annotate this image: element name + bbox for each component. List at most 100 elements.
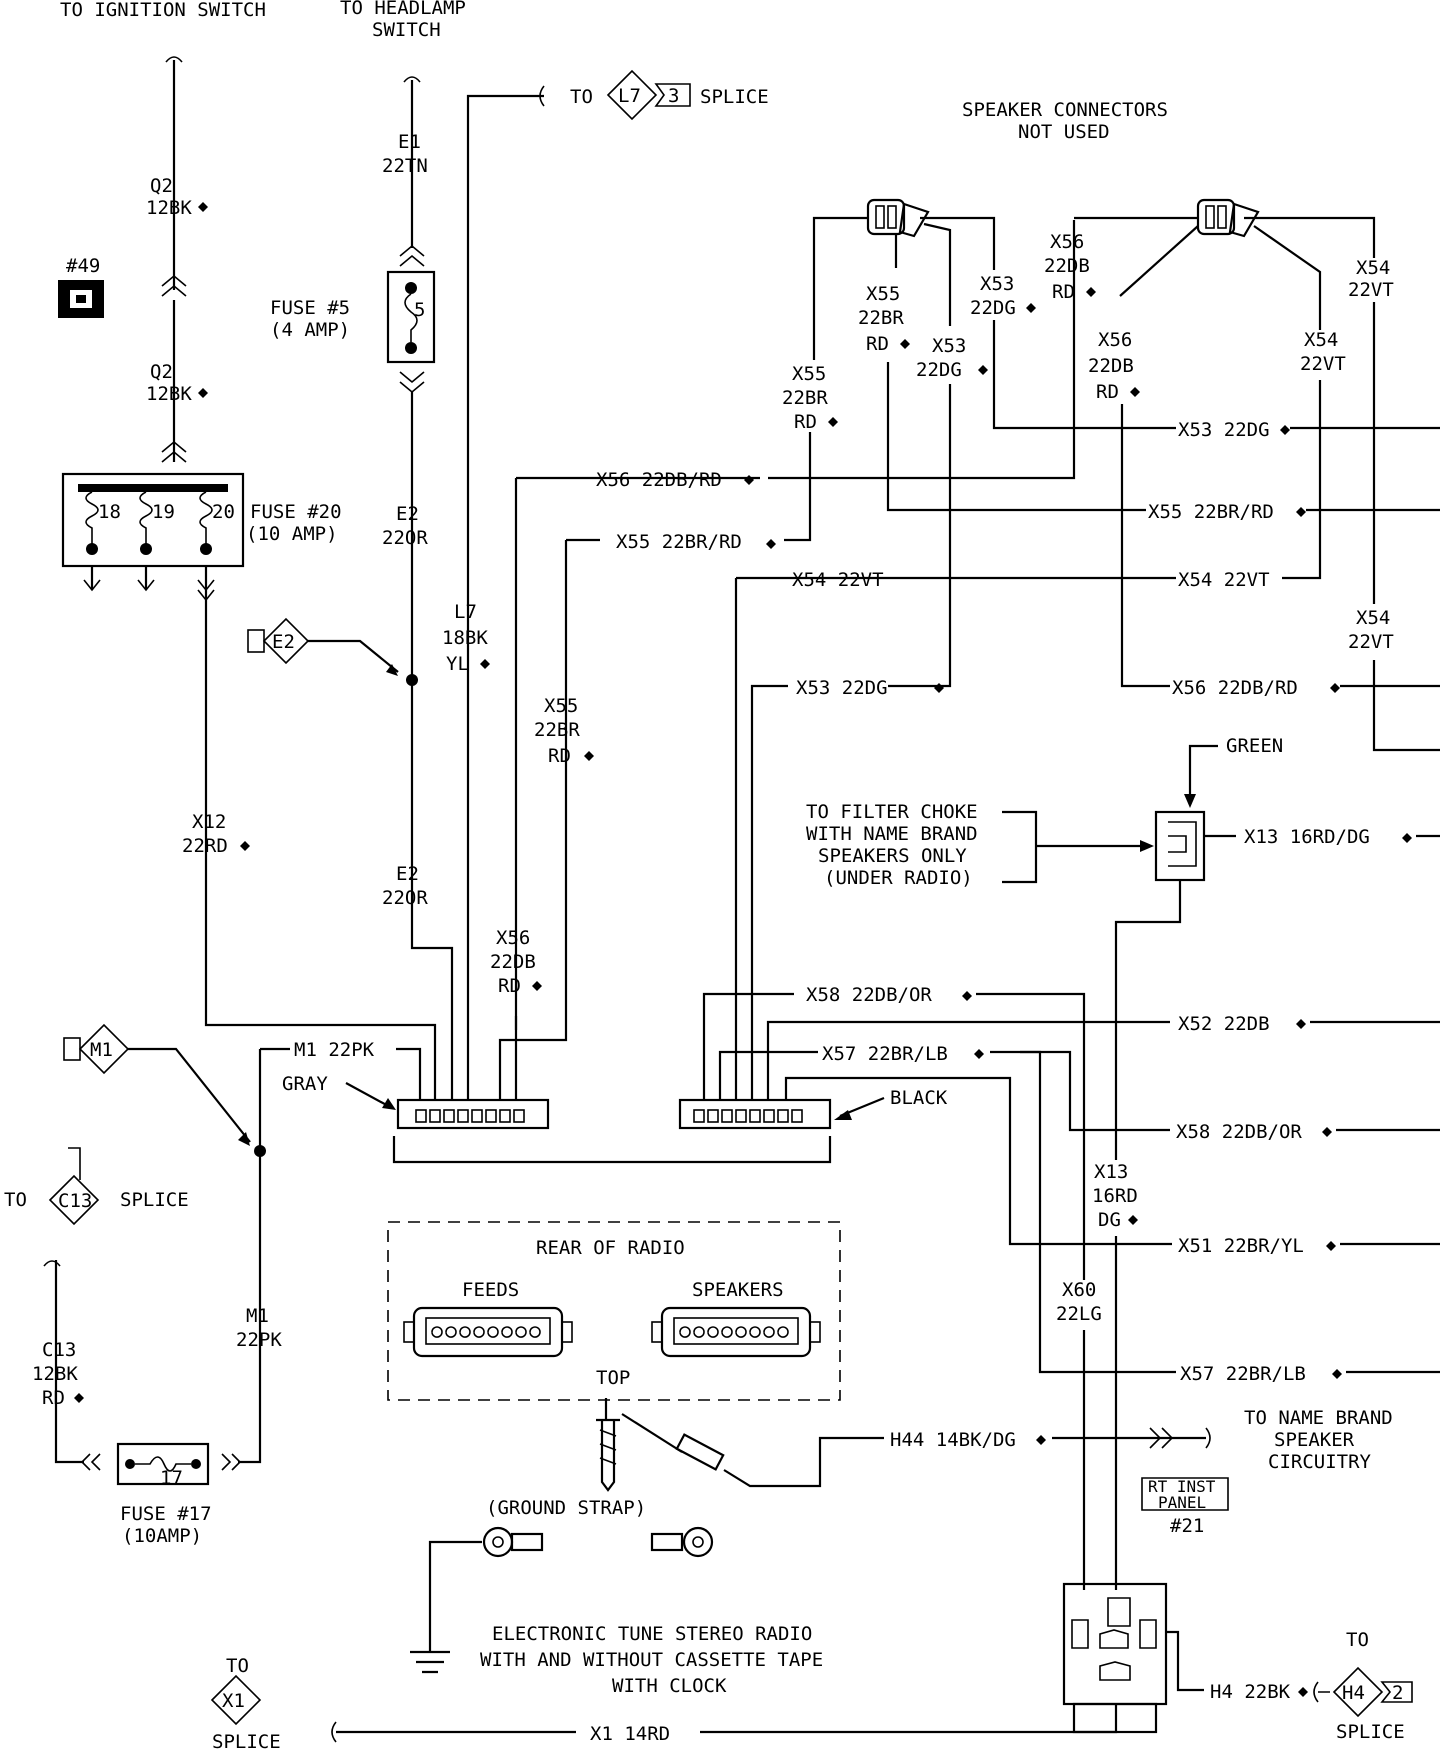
label-to-headlamp-1: TO HEADLAMP	[340, 0, 466, 19]
splice-x1-diamond	[210, 1674, 262, 1726]
black-connector-icon	[678, 1098, 832, 1130]
plug-cavity	[1099, 1661, 1131, 1681]
splice-dot-marker	[974, 1049, 984, 1059]
black-connector-cavities	[693, 1109, 803, 1123]
label-x1-conn: X1	[222, 1690, 245, 1712]
label-rt-1: RT INST	[1148, 1477, 1216, 1496]
wire-x53-speaker-2	[920, 216, 996, 270]
label-x55t-3: RD	[794, 411, 817, 433]
splice-dot-marker	[532, 981, 542, 991]
label-m1-conn: M1	[90, 1039, 113, 1061]
label-x51: X51 22BR/YL	[1178, 1235, 1304, 1257]
cavity	[1217, 205, 1227, 229]
label-l7-to: TO	[570, 86, 593, 108]
label-x54-h: X54 22VT	[792, 569, 884, 591]
label-e2a-1: E2	[396, 503, 419, 525]
fuse-terminal	[191, 1459, 201, 1469]
splice-dot-marker	[1026, 303, 1036, 313]
connector-face	[425, 1317, 551, 1345]
splice-dot-marker	[744, 475, 754, 485]
label-x54a-1: X54	[1304, 329, 1338, 351]
splice-dot-marker	[1296, 1019, 1306, 1029]
label-x56a-1: X56	[1050, 231, 1084, 253]
splice-dot-marker	[584, 751, 594, 761]
splice-dot-marker	[74, 1393, 84, 1403]
wire-x57-down	[990, 1050, 1166, 1374]
label-speakers: SPEAKERS	[692, 1279, 784, 1301]
cavity	[415, 1109, 427, 1123]
label-x53a-1: X53	[980, 273, 1014, 295]
splice-dot-marker	[1130, 387, 1140, 397]
title-line-1: ELECTRONIC TUNE STEREO RADIO	[492, 1623, 812, 1645]
label-namebrand-1: TO NAME BRAND	[1244, 1407, 1393, 1429]
wire-x53-right	[992, 320, 1160, 430]
cavity	[763, 1109, 775, 1123]
wire-e2	[410, 392, 454, 1100]
label-cavity-20: 20	[212, 501, 235, 523]
arrow-head	[1140, 840, 1154, 852]
label-h4-conn: H4	[1342, 1682, 1365, 1704]
speaker-connector-left-icon	[866, 198, 906, 236]
splice-dot-marker	[1402, 833, 1412, 843]
splice-dot-marker	[198, 388, 208, 398]
wire-x57-to-black	[718, 1050, 818, 1100]
label-fuse17-2: (10AMP)	[122, 1525, 202, 1547]
cavity	[513, 1109, 525, 1123]
label-x56-3: RD	[498, 975, 521, 997]
label-x55-h: X55 22BR/RD	[616, 531, 742, 553]
wire-break-q2	[165, 56, 183, 63]
label-x13v-3: DG	[1098, 1209, 1121, 1231]
label-cavity-18: 18	[98, 501, 121, 523]
ground-strap-eyelet-right	[682, 1526, 714, 1558]
label-x56-h: X56 22DB/RD	[596, 469, 722, 491]
label-l7-splice: SPLICE	[700, 86, 769, 108]
cavity	[693, 1109, 705, 1123]
label-x56-1: X56	[496, 927, 530, 949]
label-fuse17-num: 17	[160, 1467, 183, 1489]
label-x54c-2: 22VT	[1348, 631, 1394, 653]
label-x13v-2: 16RD	[1092, 1185, 1138, 1207]
label-connector-49: #49	[66, 255, 100, 277]
label-x56b-1: X56	[1098, 329, 1132, 351]
label-x1: X1 14RD	[590, 1723, 670, 1745]
wire-x54-speaker-2	[1244, 216, 1376, 258]
label-x13: X13 16RD/DG	[1244, 826, 1370, 848]
green-pointer	[1188, 744, 1218, 800]
label-q2b-2: 12BK	[146, 383, 192, 405]
splice-c13-diamond	[48, 1174, 100, 1226]
wire-m1-vertical	[238, 1049, 262, 1464]
radio-main-plug-icon	[1062, 1582, 1168, 1706]
label-x54b-1: X54	[1356, 257, 1390, 279]
label-c13w-3: RD	[42, 1387, 65, 1409]
label-x55v-3: RD	[866, 333, 889, 355]
wire-x53-down	[888, 384, 952, 688]
wire-c13	[54, 1260, 84, 1464]
label-c13w-1: C13	[42, 1339, 76, 1361]
label-speaker-2: NOT USED	[1018, 121, 1110, 143]
label-x58: X58 22DB/OR	[806, 984, 932, 1006]
splice-dot-marker	[978, 365, 988, 375]
label-x1-splice: SPLICE	[212, 1731, 281, 1753]
ground-strap-eyelet-left	[482, 1526, 514, 1558]
label-q2a-1: Q2	[150, 175, 173, 197]
label-x56a-3: RD	[1052, 281, 1075, 303]
label-q2a-2: 12BK	[146, 197, 192, 219]
splice-dot-marker	[1332, 1369, 1342, 1379]
plug-cavity	[1071, 1619, 1089, 1649]
wire-x56-speaker-2	[1119, 225, 1199, 297]
label-m1v-2: 22PK	[236, 1329, 282, 1351]
screw-head	[596, 1398, 620, 1422]
ground-strap-crimp	[510, 1532, 544, 1552]
label-x58r: X58 22DB/OR	[1176, 1121, 1302, 1143]
speaker-connector-right-latch	[1228, 202, 1260, 238]
label-x53-h: X53 22DG	[796, 677, 888, 699]
label-x55v-1: X55	[866, 283, 900, 305]
label-feeds: FEEDS	[462, 1279, 519, 1301]
label-fuse20-2: (10 AMP)	[246, 523, 338, 545]
label-r-x55: X55 22BR/RD	[1148, 501, 1274, 523]
cavity	[887, 205, 897, 229]
label-c13-conn: C13	[58, 1190, 92, 1212]
label-e1-2: 22TN	[382, 155, 428, 177]
label-fuse20-1: FUSE #20	[250, 501, 342, 523]
